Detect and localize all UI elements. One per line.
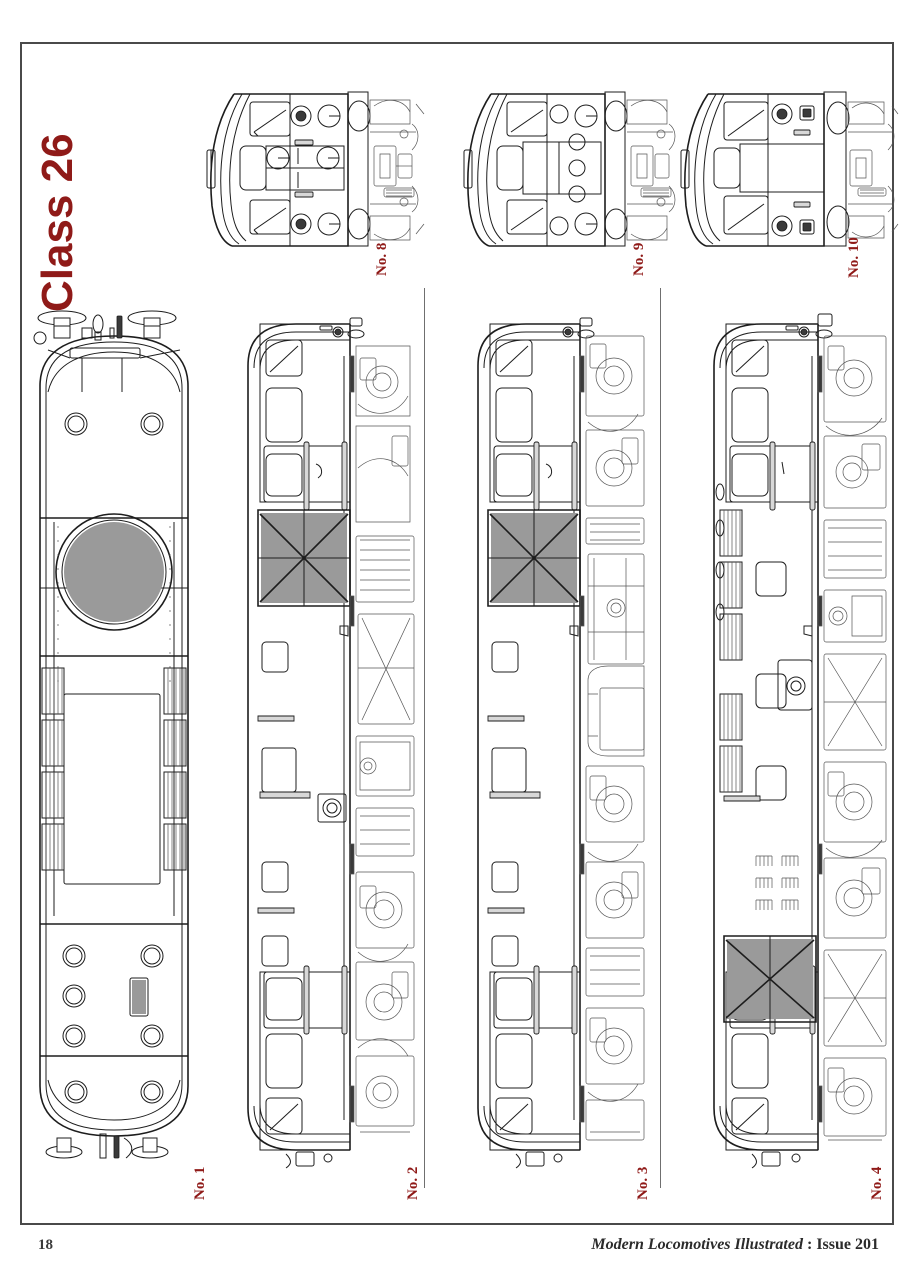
figure-roof-plan-no-1: [24, 296, 204, 1176]
figure-caption-no-10: No. 10: [846, 237, 862, 278]
figure-side-elevation-no-4: [666, 296, 894, 1176]
figure-caption-no-8: No. 8: [374, 242, 390, 276]
column-separator: [660, 288, 661, 1188]
figure-side-elevation-no-3: [430, 296, 650, 1176]
figure-caption-no-9: No. 9: [631, 242, 647, 276]
publication-title: Modern Locomotives Illustrated: [591, 1236, 803, 1253]
figure-caption-no-2: No. 2: [405, 1166, 421, 1200]
figure-cab-end-no-8: [198, 84, 428, 252]
figure-cab-end-no-10: [672, 84, 902, 252]
figure-caption-no-3: No. 3: [635, 1166, 651, 1200]
column-separator: [424, 288, 425, 1188]
footer-credit: Modern Locomotives Illustrated : Issue 2…: [591, 1236, 879, 1254]
issue-number: Issue 201: [816, 1236, 879, 1253]
footer-page-number: 18: [38, 1237, 53, 1253]
publication-separator: :: [802, 1236, 817, 1253]
figure-cab-end-no-9: [455, 84, 685, 252]
figure-caption-no-4: No. 4: [869, 1166, 885, 1200]
figure-side-elevation-no-2: [200, 296, 420, 1176]
page-title: Class 26: [33, 133, 82, 312]
